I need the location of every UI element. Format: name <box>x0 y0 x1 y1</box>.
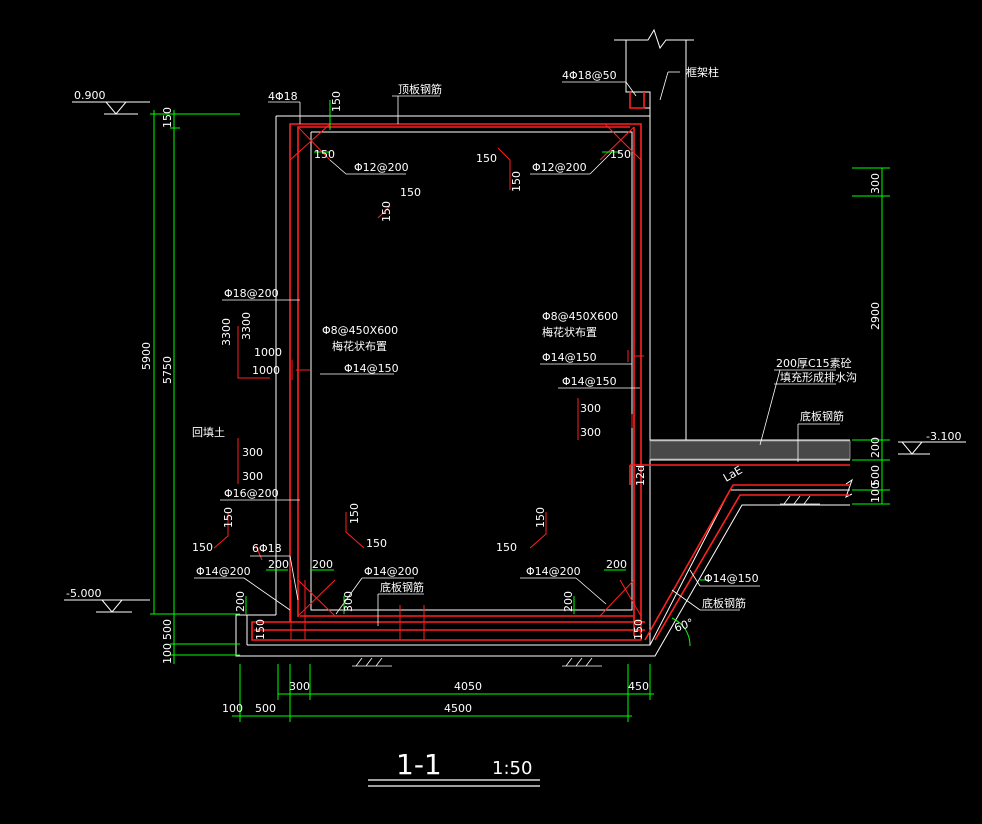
dim-bottom-300: 300 <box>289 680 310 693</box>
title-underline <box>368 779 540 787</box>
label-gravel-note2: 填充形成排水沟 <box>780 370 857 384</box>
label-slope-rebar: 底板钢筋 <box>702 596 746 610</box>
dim-right-2900: 2900 <box>869 302 882 330</box>
label-tie-right-note: 梅花状布置 <box>542 325 597 339</box>
label-top-bar-left: 4Φ18 <box>268 90 298 103</box>
label-phi14-150-left: Φ14@150 <box>344 362 399 375</box>
dim-right-200: 200 <box>869 437 882 458</box>
label-tie-left-note: 梅花状布置 <box>332 339 387 353</box>
drawing-title: 1-1 <box>396 748 442 781</box>
dim-left-150: 150 <box>161 107 174 128</box>
label-hook-b2: 150 <box>510 171 523 192</box>
label-12d: 12d <box>634 465 647 486</box>
dim-left-5900: 5900 <box>140 342 153 370</box>
label-floor-rebar-right: 底板钢筋 <box>800 409 844 423</box>
dim-left-100: 100 <box>161 643 174 664</box>
dim-left-500: 500 <box>161 619 174 640</box>
dim-bottom-4050: 4050 <box>454 680 482 693</box>
label-hook-d1: 150 <box>348 503 361 524</box>
label-hook-e1: 150 <box>534 507 547 528</box>
label-hook-c1: 150 <box>222 507 235 528</box>
label-hook-c2: 150 <box>192 541 213 554</box>
label-phi12-left: Φ12@200 <box>354 161 409 174</box>
label-phi14-150-r1: Φ14@150 <box>542 351 597 364</box>
dim-right-300: 300 <box>869 173 882 194</box>
rebar-cage <box>237 92 850 641</box>
label-lap-1000-a: 1000 <box>254 346 282 359</box>
label-hook-e2: 150 <box>496 541 517 554</box>
dim-bottom-500: 500 <box>255 702 276 715</box>
label-phi14-200-b: Φ14@200 <box>364 565 419 578</box>
label-phi14-200-a: Φ14@200 <box>196 565 251 578</box>
label-hook-b1: 150 <box>476 152 497 165</box>
label-6phi18: 6Φ18 <box>252 542 282 555</box>
leader-lines <box>194 71 840 626</box>
label-phi14-150-slope: Φ14@150 <box>704 572 759 585</box>
label-lap-3300-b: 3300 <box>240 312 253 340</box>
label-lap-300-l2: 300 <box>242 470 263 483</box>
label-top-bar-right: 4Φ18@50 <box>562 69 617 82</box>
label-lap-300-l1: 300 <box>242 446 263 459</box>
hook-marks <box>213 147 547 561</box>
label-tie-left: Φ8@450X600 <box>322 324 398 337</box>
dimensions <box>150 100 890 722</box>
ground-hatch <box>352 495 820 667</box>
elev-top: 0.900 <box>74 89 106 102</box>
concrete-outline <box>235 28 853 657</box>
label-hook-d2: 150 <box>366 537 387 550</box>
dim-left-5750: 5750 <box>161 356 174 384</box>
label-phi18-200: Φ18@200 <box>224 287 279 300</box>
label-roof-rebar: 顶板钢筋 <box>398 82 442 96</box>
label-base-150-right: 150 <box>632 619 645 640</box>
label-lap-300-r1: 300 <box>580 402 601 415</box>
label-phi14-150-r2: Φ14@150 <box>562 375 617 388</box>
label-phi12-right: Φ12@200 <box>532 161 587 174</box>
label-haunch-200-a: 200 <box>268 558 289 571</box>
label-haunch-200-b: 200 <box>312 558 333 571</box>
label-top-150: 150 <box>330 91 343 112</box>
label-corner-150-left: 150 <box>314 148 335 161</box>
label-floor-rebar: 底板钢筋 <box>380 580 424 594</box>
label-hook-a2: 150 <box>380 201 393 222</box>
label-d300-base: 300 <box>342 591 355 612</box>
gravel-fill <box>649 440 851 460</box>
dim-bottom-450: 450 <box>628 680 649 693</box>
label-haunch-200-c: 200 <box>606 558 627 571</box>
drawing-scale: 1:50 <box>492 758 532 779</box>
elev-ground: -3.100 <box>926 430 961 443</box>
label-tie-right: Φ8@450X600 <box>542 310 618 323</box>
label-laE: LaE <box>721 463 745 484</box>
dim-bottom-4500: 4500 <box>444 702 472 715</box>
label-haunch-200-d: 200 <box>234 591 247 612</box>
label-base-150-left: 150 <box>254 619 267 640</box>
dim-right-500: 500 <box>869 465 882 486</box>
label-lap-1000-b: 1000 <box>252 364 280 377</box>
dim-right-100: 100 <box>869 482 882 503</box>
label-phi16-200: Φ16@200 <box>224 487 279 500</box>
label-lap-300-r2: 300 <box>580 426 601 439</box>
elev-bottom: -5.000 <box>66 587 101 600</box>
label-angle: 60° <box>673 616 696 635</box>
label-haunch-200-e: 200 <box>562 591 575 612</box>
label-hook-a1: 150 <box>400 186 421 199</box>
label-lap-3300-a: 3300 <box>220 318 233 346</box>
elevation-marks <box>64 101 966 613</box>
text-layer: 0.900 -5.000 -3.100 150 5900 5750 500 10… <box>66 65 961 781</box>
label-phi14-200-c: Φ14@200 <box>526 565 581 578</box>
label-gravel-note1: 200厚C15素砼 <box>776 357 852 370</box>
label-frame-column: 框架柱 <box>686 65 719 79</box>
dim-bottom-100: 100 <box>222 702 243 715</box>
label-backfill: 回填土 <box>192 425 225 439</box>
label-corner-150-right: 150 <box>610 148 631 161</box>
